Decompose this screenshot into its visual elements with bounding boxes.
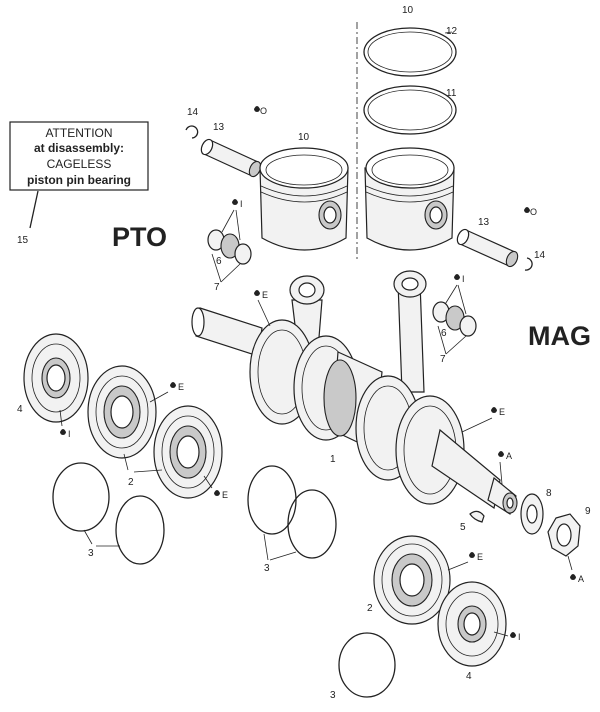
washer-8: [520, 493, 544, 535]
o-ring-3-mid-b: [287, 489, 337, 559]
o-ring-3-mid-a: [247, 465, 297, 535]
callout-11: 11: [446, 88, 457, 99]
callout-14-right: 14: [534, 250, 546, 261]
mag-label: MAG: [528, 321, 591, 351]
oil-seal-4-left: [23, 333, 89, 423]
attention-line-1: ATTENTION: [45, 126, 112, 140]
piston-pin-13-left: [200, 138, 262, 178]
lube-a-crank-right: A: [506, 451, 512, 461]
woodruff-key-5: [469, 510, 485, 523]
callout-3-mid: 3: [264, 563, 270, 574]
callout-12: 12: [446, 26, 458, 37]
piston-pin-13-right: [456, 228, 519, 268]
lube-e-bearing-mid: E: [222, 490, 228, 500]
lube-i-6-left: I: [240, 199, 243, 209]
lube-i-6-right: I: [462, 274, 465, 284]
ball-bearing-2-right: [373, 535, 451, 625]
callout-7-right: 7: [440, 354, 446, 365]
callout-4-left: 4: [17, 404, 23, 415]
piston-ring-11: [363, 85, 457, 135]
ball-bearing-2-lower: [153, 405, 223, 499]
lube-o-left: O: [260, 106, 267, 116]
callout-10-top: 10: [402, 5, 414, 16]
piston-ring-12: [363, 27, 457, 77]
callout-10-piston: 10: [298, 132, 310, 143]
callout-6-left: 6: [216, 256, 222, 267]
callout-13-left: 13: [213, 122, 225, 133]
callout-3-left: 3: [88, 548, 94, 559]
attention-box: ATTENTION at disassembly: CAGELESS pisto…: [9, 121, 149, 191]
needle-bearing-6-left: [207, 229, 252, 265]
o-ring-3-left-a: [52, 462, 110, 532]
callout-9: 9: [585, 506, 591, 517]
lube-a-nut: A: [578, 574, 584, 584]
oil-drop-icon: [254, 106, 260, 112]
callout-14-left: 14: [187, 107, 199, 118]
callout-2-left: 2: [128, 477, 134, 488]
oil-seal-4-right: [437, 581, 507, 667]
attention-line-3: CAGELESS: [47, 157, 112, 171]
attention-line-2: at disassembly:: [34, 141, 124, 155]
lube-e-bearing-bottom: E: [477, 552, 483, 562]
piston-right: [364, 147, 455, 251]
callout-4-right: 4: [466, 671, 472, 682]
pto-label: PTO: [112, 222, 167, 252]
piston-left: [259, 147, 349, 251]
callout-5: 5: [460, 522, 466, 533]
lube-e-crank-right: E: [499, 407, 505, 417]
o-ring-3-left-b: [115, 495, 165, 565]
lube-i-seal-bottom: I: [518, 632, 521, 642]
needle-bearing-6-right: [432, 301, 477, 337]
leader-15: [29, 190, 39, 229]
callout-8: 8: [546, 488, 552, 499]
lube-e-bearing-top: E: [178, 382, 184, 392]
callout-15: 15: [17, 235, 29, 246]
nut-9: [547, 513, 581, 557]
callout-2-right: 2: [367, 603, 373, 614]
lube-o-right: O: [530, 207, 537, 217]
callout-6-right: 6: [441, 328, 447, 339]
callout-3-bottom: 3: [330, 690, 336, 701]
lube-i-seal-left: I: [68, 429, 71, 439]
circlip-14-right: [524, 257, 533, 271]
callout-1: 1: [330, 454, 336, 465]
circlip-14-left: [185, 125, 199, 139]
crankshaft-1: [191, 270, 518, 515]
callout-7-left: 7: [214, 282, 220, 293]
callout-13-right: 13: [478, 217, 490, 228]
attention-line-4: piston pin bearing: [27, 173, 131, 187]
ball-bearing-2-upper: [87, 365, 157, 459]
lube-e-rod-left: E: [262, 290, 268, 300]
o-ring-3-bottom: [338, 632, 396, 698]
